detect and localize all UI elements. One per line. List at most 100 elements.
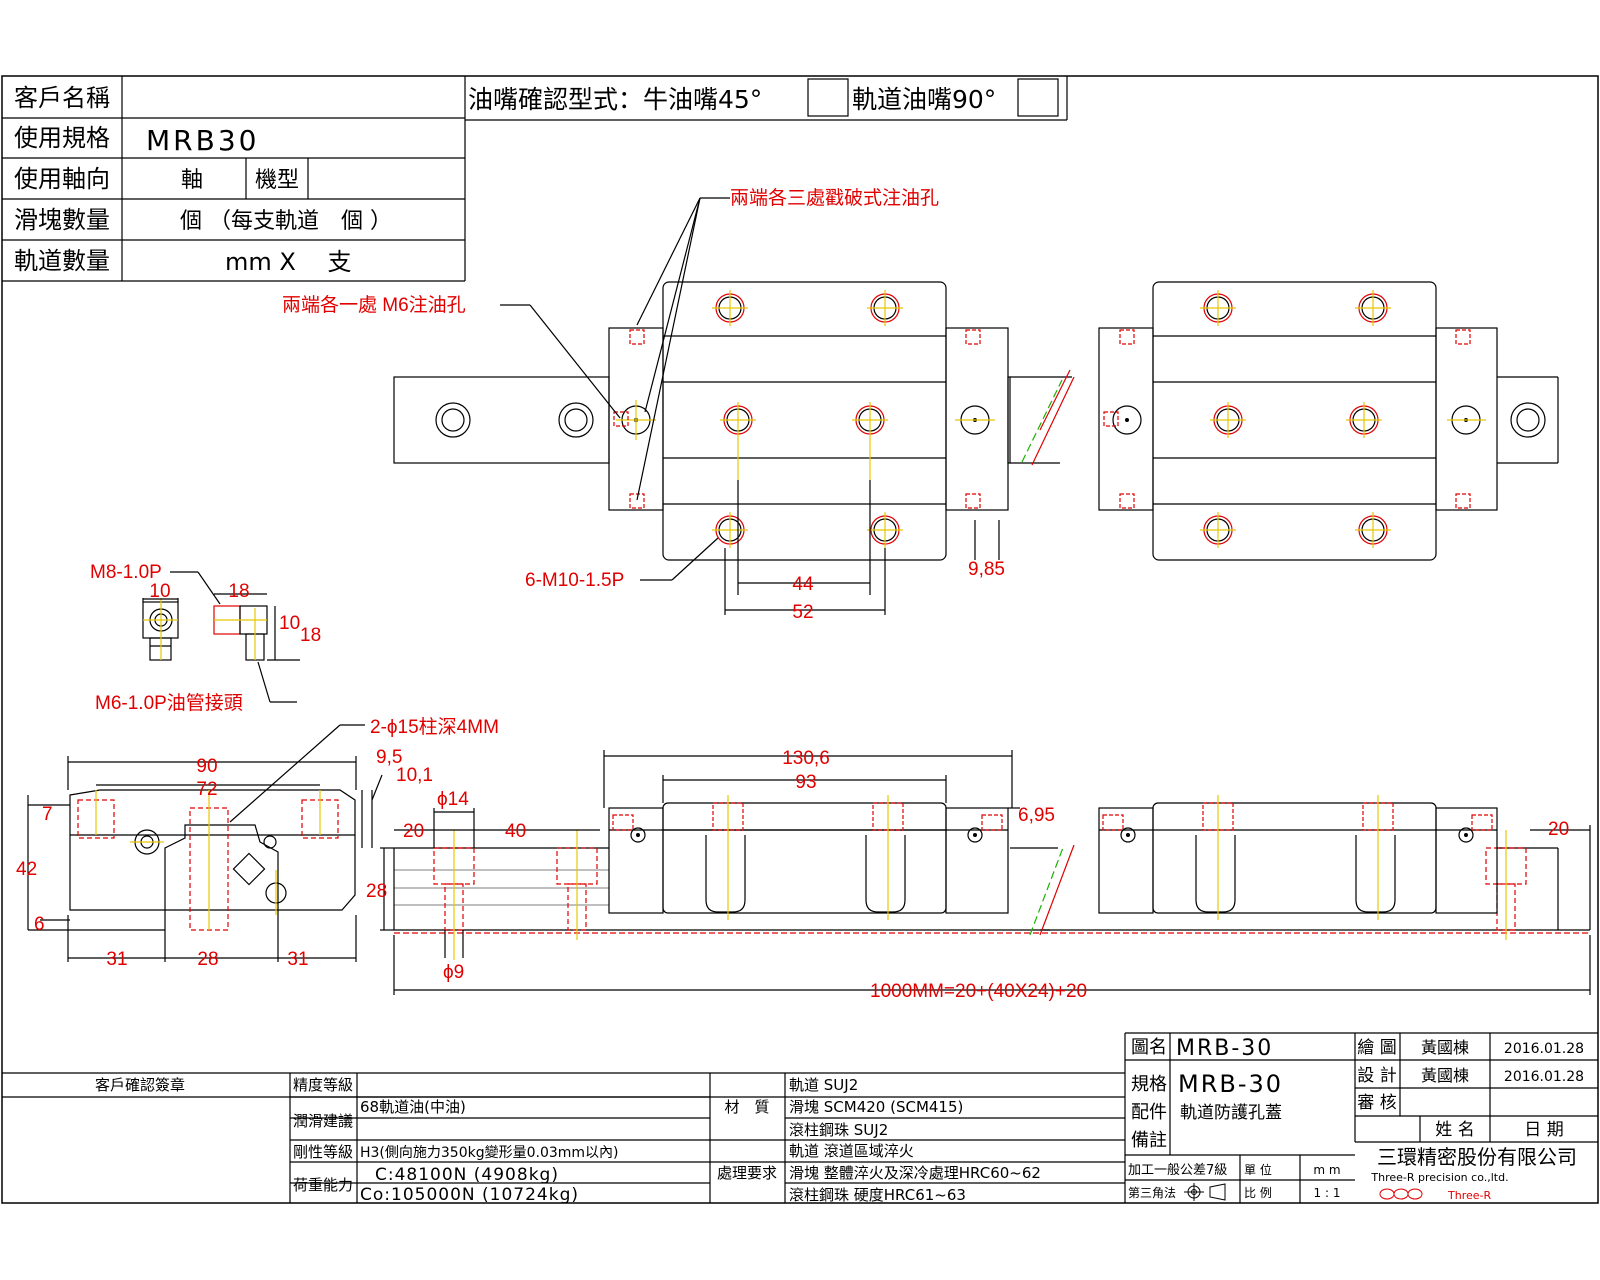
dim-18a: 18 bbox=[228, 581, 249, 602]
tr-block: 滑塊 整體淬火及深冷處理HRC60~62 bbox=[789, 1164, 1041, 1182]
scale-value: 1 : 1 bbox=[1314, 1186, 1341, 1200]
slider-qty-value: 個 （每支軌道 個 ） bbox=[180, 209, 392, 234]
mat-roller: 滾柱鋼珠 SUJ2 bbox=[789, 1121, 888, 1139]
spec-value-tb: MRB-30 bbox=[1178, 1070, 1283, 1098]
nipple-detail bbox=[142, 571, 300, 703]
unit-value: m m bbox=[1313, 1163, 1340, 1177]
dim-31a: 31 bbox=[106, 949, 127, 970]
draw-date: 2016.01.28 bbox=[1504, 1041, 1584, 1057]
tolerance: 加工一般公差7級 bbox=[1128, 1162, 1227, 1178]
dim-10a: 10 bbox=[149, 581, 170, 602]
side-view bbox=[380, 750, 1591, 995]
scale-label: 比 例 bbox=[1244, 1186, 1272, 1200]
spec-table: 客戶確認簽章 精度等級 潤滑建議 68軌道油(中油) 剛性等級 H3(側向施力3… bbox=[95, 1076, 1041, 1205]
nozzle-rail: 軌道油嘴90° bbox=[852, 85, 996, 114]
m10-note: 6-M10-1.5P bbox=[525, 570, 624, 591]
axis-value: 軸 bbox=[181, 168, 203, 193]
client-name-label: 客戶名稱 bbox=[14, 84, 110, 112]
logo-text: Three-R bbox=[1447, 1189, 1491, 1202]
spec-label-tb: 規格 bbox=[1131, 1074, 1167, 1095]
dim-7: 7 bbox=[42, 804, 53, 825]
mat-rail: 軌道 SUJ2 bbox=[789, 1076, 858, 1094]
dim-6-95: 6,95 bbox=[1018, 805, 1055, 826]
nipple-labels: M8-1.0P 10 18 10 18 M6-1.0P油管接頭 bbox=[90, 562, 321, 714]
model-label: 機型 bbox=[255, 168, 299, 193]
dim-40: 40 bbox=[505, 821, 526, 842]
header-table bbox=[2, 76, 1068, 282]
bottom-grid bbox=[2, 1032, 1598, 1203]
drawing-no-value: MRB-30 bbox=[1176, 1036, 1273, 1061]
projection-symbol bbox=[1184, 1183, 1226, 1201]
three-holes-note: 兩端各三處戳破式注油孔 bbox=[730, 187, 939, 209]
dim-28b: 28 bbox=[366, 881, 387, 902]
dim-52: 52 bbox=[792, 602, 813, 623]
mat-block: 滑塊 SCM420 (SCM415) bbox=[789, 1098, 963, 1116]
rigidity-label: 剛性等級 bbox=[293, 1143, 353, 1161]
dim-72: 72 bbox=[196, 779, 217, 800]
remark-label: 備註 bbox=[1131, 1130, 1167, 1151]
design-date: 2016.01.28 bbox=[1504, 1069, 1584, 1085]
side-view-labels: 130,6 93 6,95 ϕ14 20 40 28 ϕ9 20 1000MM=… bbox=[366, 748, 1569, 1002]
name-label: 姓 名 bbox=[1435, 1120, 1474, 1140]
lube-value: 68軌道油(中油) bbox=[360, 1098, 466, 1116]
company-logo bbox=[1379, 1188, 1423, 1200]
counterbore-note: 2-ϕ15柱深4MM bbox=[370, 716, 499, 738]
dim-42: 42 bbox=[16, 859, 37, 880]
dim-10b: 10 bbox=[279, 613, 300, 634]
dim-90: 90 bbox=[196, 756, 217, 777]
dim-9-85: 9,85 bbox=[968, 559, 1005, 580]
dim-phi14: ϕ14 bbox=[437, 789, 469, 810]
design-label: 設 計 bbox=[1357, 1066, 1396, 1086]
end-view bbox=[27, 724, 383, 962]
dim-9-5: 9,5 bbox=[376, 747, 402, 768]
dim-phi9: ϕ9 bbox=[443, 962, 464, 983]
end-view-labels: 2-ϕ15柱深4MM 9,5 10,1 90 72 7 42 6 31 28 3… bbox=[16, 716, 499, 970]
parts-label: 配件 bbox=[1131, 1102, 1167, 1123]
dim-130-6: 130,6 bbox=[782, 748, 830, 769]
rigidity-value: H3(側向施力350kg變形量0.03mm以內) bbox=[360, 1145, 619, 1161]
tr-rail: 軌道 滾道區域淬火 bbox=[789, 1142, 914, 1160]
sheet-border bbox=[1, 75, 1599, 1204]
design-name: 黃國棟 bbox=[1421, 1066, 1469, 1085]
tr-roller: 滾柱鋼珠 硬度HRC61~63 bbox=[789, 1186, 966, 1204]
draw-name: 黃國棟 bbox=[1421, 1038, 1469, 1057]
axis-label: 使用軸向 bbox=[14, 165, 110, 193]
parts-value: 軌道防護孔蓋 bbox=[1180, 1103, 1282, 1123]
rail-qty-value: mm X 支 bbox=[225, 248, 351, 276]
company-en: Three-R precision co.,ltd. bbox=[1370, 1171, 1508, 1184]
rail-qty-label: 軌道數量 bbox=[14, 247, 110, 275]
one-hole-note: 兩端各一處 M6注油孔 bbox=[282, 294, 466, 316]
dim-31b: 31 bbox=[287, 949, 308, 970]
m8-note: M8-1.0P bbox=[90, 562, 162, 583]
top-view bbox=[393, 197, 1559, 615]
slider-qty-label: 滑塊數量 bbox=[14, 206, 110, 234]
dim-6: 6 bbox=[34, 914, 45, 935]
drawing-no-label: 圖名 bbox=[1131, 1037, 1167, 1058]
header-text: 客戶名稱 使用規格 MRB30 使用軸向 軸 機型 滑塊數量 個 （每支軌道 個… bbox=[14, 84, 996, 276]
dim-18b: 18 bbox=[300, 625, 321, 646]
dim-10-1: 10,1 bbox=[396, 765, 433, 786]
top-view-labels: 兩端各三處戳破式注油孔 兩端各一處 M6注油孔 6-M10-1.5P 44 52… bbox=[282, 187, 1005, 623]
draw-label: 繪 圖 bbox=[1357, 1038, 1396, 1058]
load-label: 荷重能力 bbox=[293, 1176, 353, 1194]
title-block: 圖名 MRB-30 規格 MRB-30 配件 軌道防護孔蓋 備註 繪 圖 黃國棟… bbox=[1128, 1036, 1584, 1202]
lube-label: 潤滑建議 bbox=[293, 1112, 353, 1130]
dim-28a: 28 bbox=[197, 949, 218, 970]
review-label: 審 核 bbox=[1357, 1093, 1396, 1113]
load-co: Co:105000N (10724kg) bbox=[360, 1185, 579, 1205]
dim-93: 93 bbox=[795, 772, 816, 793]
date-label: 日 期 bbox=[1524, 1120, 1563, 1140]
spec-value: MRB30 bbox=[146, 124, 259, 157]
precision-label: 精度等級 bbox=[293, 1076, 353, 1094]
m6-note: M6-1.0P油管接頭 bbox=[95, 692, 243, 714]
dim-20a: 20 bbox=[403, 821, 424, 842]
dim-20b: 20 bbox=[1548, 819, 1569, 840]
load-c: C:48100N (4908kg) bbox=[375, 1165, 559, 1185]
dim-44: 44 bbox=[792, 574, 814, 595]
projection: 第三角法 bbox=[1128, 1186, 1176, 1200]
length-dim: 1000MM=20+(40X24)+20 bbox=[870, 981, 1087, 1002]
spec-label: 使用規格 bbox=[14, 124, 110, 152]
material-label: 材 質 bbox=[724, 1098, 769, 1116]
treatment-label: 處理要求 bbox=[717, 1164, 777, 1182]
